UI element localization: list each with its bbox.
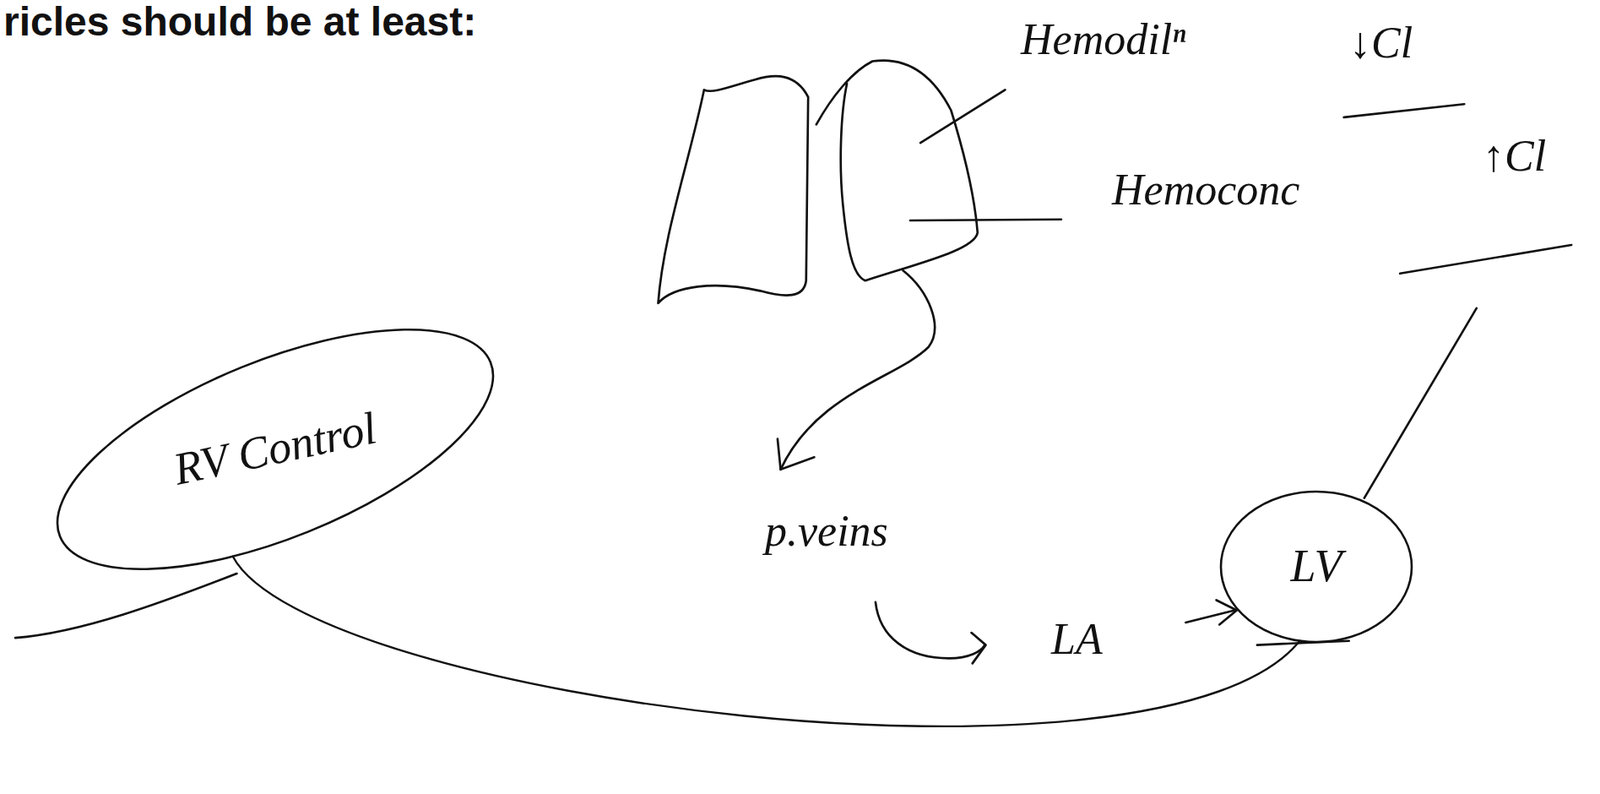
note-label: ↓Cl [1349,18,1413,67]
underline [1399,244,1572,274]
leader-line [1364,308,1477,499]
arrow-head [777,439,815,470]
ventricle-circle: LV [1219,489,1414,644]
note-label: Hemodilⁿ [1020,15,1186,64]
right-lung [816,60,978,282]
node-label: RV Control [169,403,382,496]
connector-curve [233,556,1301,727]
note-label: ↑Cl [1482,131,1546,180]
arrow-head [971,632,987,663]
leader-line [920,89,1005,143]
note-label: LA [1051,614,1103,663]
lung-to-veins-arrow [781,270,935,470]
note-label: p.veins [764,506,889,555]
la-to-lv-arrow [1185,610,1235,623]
note-label: Hemoconc [1111,165,1300,214]
underline [1344,103,1465,118]
leader-line [910,219,1062,221]
rv-tail-line [15,573,237,638]
left-lung [658,75,809,304]
node-label: LV [1290,541,1342,592]
heading-fragment: ricles should be at least: [3,0,477,45]
control-ellipse: RV Control [51,326,499,572]
veins-to-la-arrow [875,602,985,658]
